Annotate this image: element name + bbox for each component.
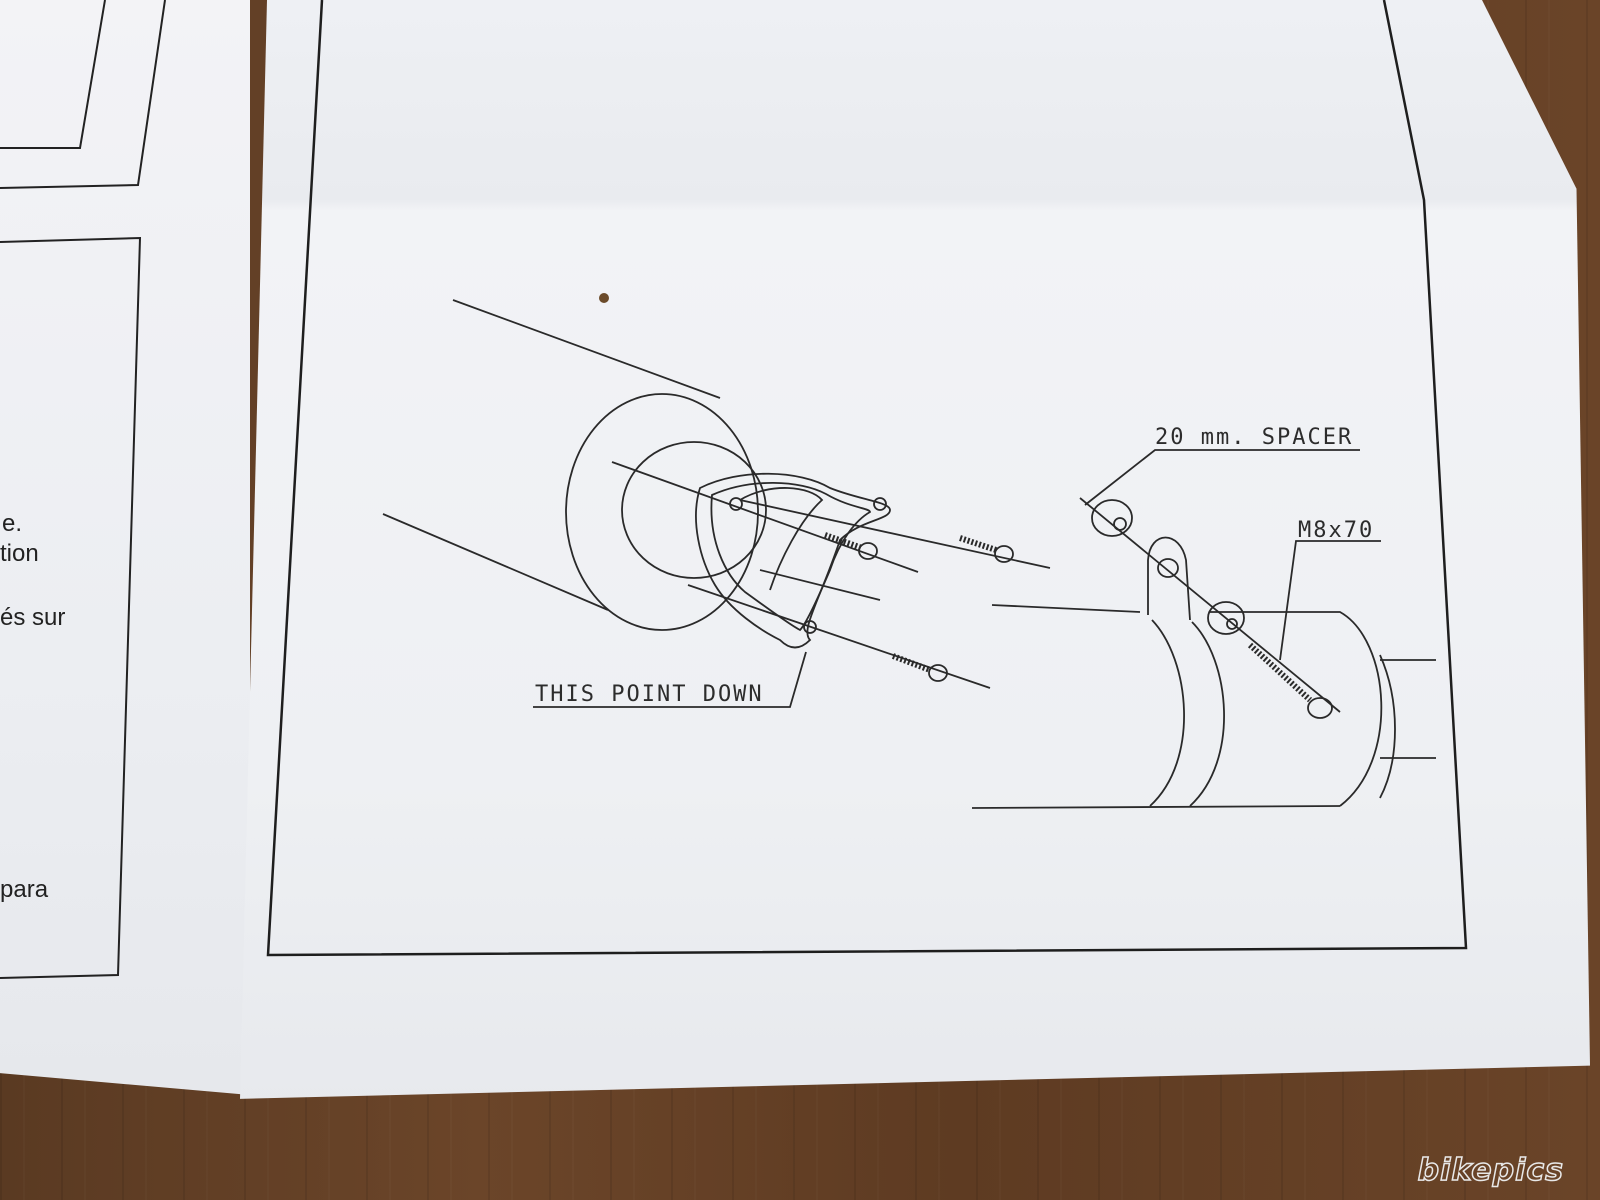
spacer-label: 20 mm. SPACER — [1155, 425, 1354, 450]
drawing-frame — [266, 0, 1468, 957]
this-point-down-label: THIS POINT DOWN — [535, 682, 764, 707]
stain-mark — [599, 293, 609, 303]
left-text-fragment-1: e. — [2, 510, 23, 537]
left-text-fragment-4: para — [0, 876, 49, 903]
bolt-size-label: M8x70 — [1298, 518, 1375, 543]
left-text-fragment-3: és sur — [0, 604, 66, 631]
bikepics-watermark-logo: bikepics — [1417, 1152, 1564, 1189]
left-sheet-frames — [0, 0, 166, 979]
left-instruction-sheet: e. tion és sur para — [0, 0, 250, 1095]
left-text-fragment-2: tion — [0, 540, 39, 567]
